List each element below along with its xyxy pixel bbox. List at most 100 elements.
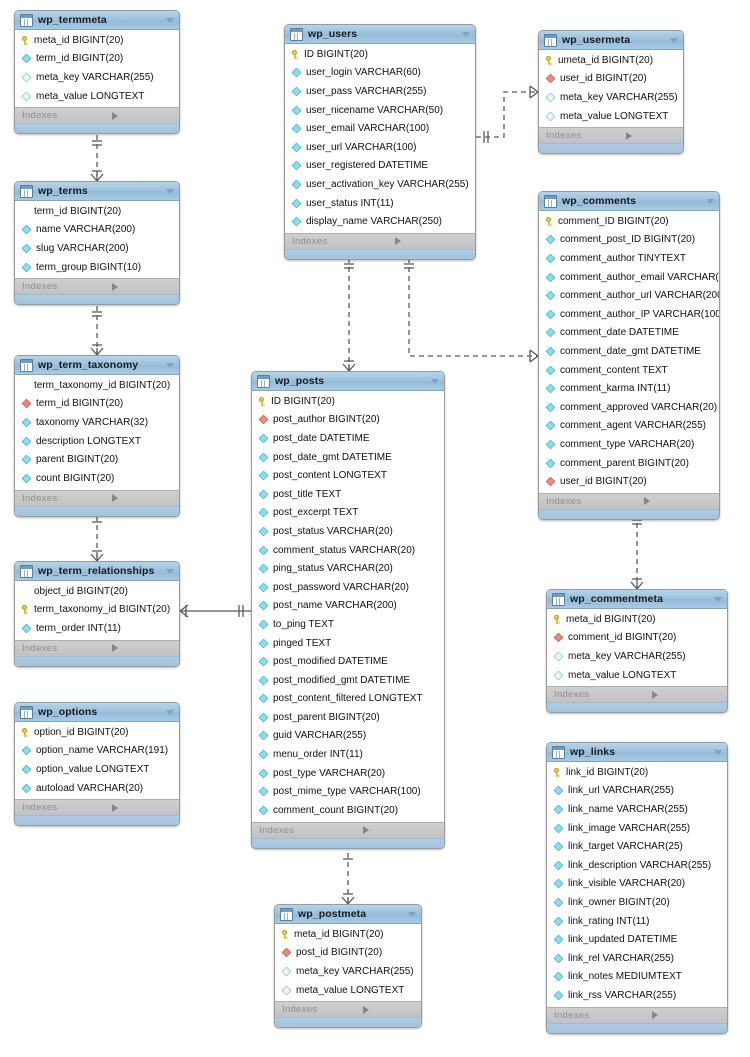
column-row[interactable]: term_taxonomy_id BIGINT(20): [15, 376, 179, 395]
column-row[interactable]: link_updated DATETIME: [547, 930, 727, 949]
chevron-down-icon[interactable]: [166, 362, 174, 368]
column-row[interactable]: umeta_id BIGINT(20): [539, 51, 683, 70]
expand-indexes-icon[interactable]: [112, 644, 173, 653]
indexes-section[interactable]: Indexes: [547, 686, 727, 703]
table-header[interactable]: wp_usermeta: [539, 31, 683, 50]
column-row[interactable]: link_name VARCHAR(255): [547, 800, 727, 819]
column-row[interactable]: term_id BIGINT(20): [15, 50, 179, 69]
column-row[interactable]: user_id BIGINT(20): [539, 472, 719, 491]
table-header[interactable]: wp_users: [285, 25, 475, 44]
column-row[interactable]: link_owner BIGINT(20): [547, 893, 727, 912]
column-row[interactable]: comment_count BIGINT(20): [252, 801, 444, 820]
column-row[interactable]: term_group BIGINT(10): [15, 258, 179, 277]
expand-indexes-icon[interactable]: [112, 282, 173, 291]
column-row[interactable]: link_url VARCHAR(255): [547, 782, 727, 801]
expand-indexes-icon[interactable]: [363, 1005, 415, 1014]
expand-indexes-icon[interactable]: [644, 497, 713, 506]
column-row[interactable]: comment_agent VARCHAR(255): [539, 417, 719, 436]
chevron-down-icon[interactable]: [714, 749, 722, 755]
chevron-down-icon[interactable]: [166, 188, 174, 194]
column-row[interactable]: ID BIGINT(20): [252, 392, 444, 411]
column-row[interactable]: link_id BIGINT(20): [547, 763, 727, 782]
column-row[interactable]: user_pass VARCHAR(255): [285, 82, 475, 101]
column-row[interactable]: post_modified DATETIME: [252, 652, 444, 671]
indexes-section[interactable]: Indexes: [547, 1006, 727, 1023]
column-row[interactable]: taxonomy VARCHAR(32): [15, 413, 179, 432]
indexes-section[interactable]: Indexes: [15, 107, 179, 124]
chevron-down-icon[interactable]: [166, 709, 174, 715]
column-row[interactable]: post_name VARCHAR(200): [252, 597, 444, 616]
column-row[interactable]: user_nicename VARCHAR(50): [285, 101, 475, 120]
column-row[interactable]: meta_value LONGTEXT: [547, 666, 727, 685]
chevron-down-icon[interactable]: [431, 378, 439, 384]
column-row[interactable]: term_taxonomy_id BIGINT(20): [15, 601, 179, 620]
indexes-section[interactable]: Indexes: [539, 127, 683, 144]
expand-indexes-icon[interactable]: [363, 826, 438, 835]
column-row[interactable]: link_rel VARCHAR(255): [547, 949, 727, 968]
column-row[interactable]: meta_value LONGTEXT: [275, 981, 421, 1000]
column-row[interactable]: option_value LONGTEXT: [15, 760, 179, 779]
column-row[interactable]: post_type VARCHAR(20): [252, 764, 444, 783]
column-row[interactable]: ID BIGINT(20): [285, 45, 475, 64]
column-row[interactable]: user_login VARCHAR(60): [285, 64, 475, 83]
column-row[interactable]: meta_value LONGTEXT: [539, 107, 683, 126]
column-row[interactable]: comment_type VARCHAR(20): [539, 435, 719, 454]
table-header[interactable]: wp_term_relationships: [15, 562, 179, 581]
column-row[interactable]: link_rating INT(11): [547, 912, 727, 931]
indexes-section[interactable]: Indexes: [252, 821, 444, 838]
table-header[interactable]: wp_posts: [252, 372, 444, 391]
column-row[interactable]: option_id BIGINT(20): [15, 723, 179, 742]
column-row[interactable]: comment_content TEXT: [539, 361, 719, 380]
table-header[interactable]: wp_links: [547, 743, 727, 762]
column-row[interactable]: autoload VARCHAR(20): [15, 779, 179, 798]
indexes-section[interactable]: Indexes: [285, 232, 475, 249]
column-row[interactable]: meta_key VARCHAR(255): [275, 962, 421, 981]
column-row[interactable]: object_id BIGINT(20): [15, 582, 179, 601]
column-row[interactable]: description LONGTEXT: [15, 432, 179, 451]
expand-indexes-icon[interactable]: [626, 131, 677, 140]
chevron-down-icon[interactable]: [166, 17, 174, 23]
column-row[interactable]: comment_date DATETIME: [539, 324, 719, 343]
column-row[interactable]: post_content_filtered LONGTEXT: [252, 690, 444, 709]
column-row[interactable]: menu_order INT(11): [252, 745, 444, 764]
table-header[interactable]: wp_comments: [539, 192, 719, 211]
column-row[interactable]: display_name VARCHAR(250): [285, 212, 475, 231]
column-row[interactable]: post_status VARCHAR(20): [252, 522, 444, 541]
column-row[interactable]: meta_key VARCHAR(255): [547, 647, 727, 666]
column-row[interactable]: link_target VARCHAR(25): [547, 837, 727, 856]
table-header[interactable]: wp_term_taxonomy: [15, 356, 179, 375]
chevron-down-icon[interactable]: [670, 37, 678, 43]
column-row[interactable]: comment_approved VARCHAR(20): [539, 398, 719, 417]
expand-indexes-icon[interactable]: [652, 1011, 721, 1020]
column-row[interactable]: term_id BIGINT(20): [15, 202, 179, 221]
indexes-section[interactable]: Indexes: [539, 492, 719, 509]
indexes-section[interactable]: Indexes: [15, 799, 179, 816]
table-header[interactable]: wp_options: [15, 703, 179, 722]
column-row[interactable]: meta_key VARCHAR(255): [15, 68, 179, 87]
indexes-section[interactable]: Indexes: [15, 278, 179, 295]
column-row[interactable]: meta_value LONGTEXT: [15, 87, 179, 106]
column-row[interactable]: comment_ID BIGINT(20): [539, 212, 719, 231]
column-row[interactable]: parent BIGINT(20): [15, 450, 179, 469]
column-row[interactable]: link_image VARCHAR(255): [547, 819, 727, 838]
column-row[interactable]: post_password VARCHAR(20): [252, 578, 444, 597]
column-row[interactable]: post_date_gmt DATETIME: [252, 448, 444, 467]
column-row[interactable]: ping_status VARCHAR(20): [252, 559, 444, 578]
chevron-down-icon[interactable]: [166, 568, 174, 574]
column-row[interactable]: post_date DATETIME: [252, 429, 444, 448]
column-row[interactable]: comment_id BIGINT(20): [547, 629, 727, 648]
column-row[interactable]: term_order INT(11): [15, 619, 179, 638]
column-row[interactable]: to_ping TEXT: [252, 615, 444, 634]
column-row[interactable]: user_status INT(11): [285, 194, 475, 213]
column-row[interactable]: guid VARCHAR(255): [252, 727, 444, 746]
column-row[interactable]: user_url VARCHAR(100): [285, 138, 475, 157]
